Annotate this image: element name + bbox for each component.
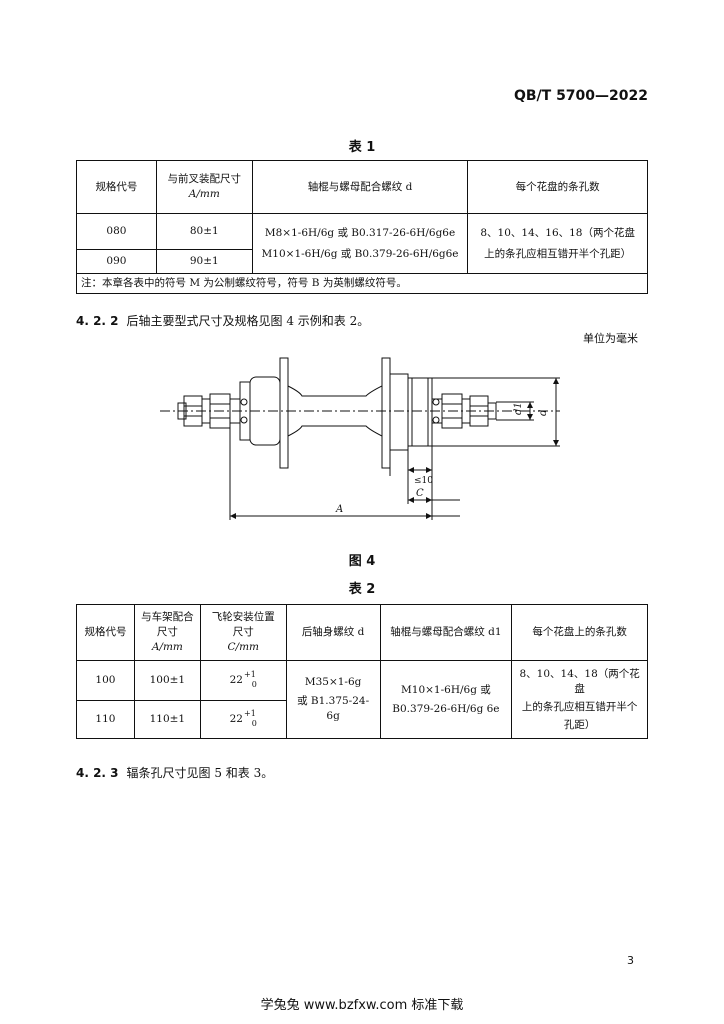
table2-header-c-line3: C/mm	[227, 641, 260, 653]
table2-header-holes: 每个花盘上的条孔数	[511, 604, 648, 661]
table1-header-code: 规格代号	[76, 160, 157, 214]
table1-a-cell: 90±1	[155, 249, 253, 274]
table2-c-value: 22	[229, 713, 243, 725]
table2-header-axle-thread: 轴棍与螺母配合螺纹 d1	[379, 604, 513, 661]
table2-caption: 表 2	[348, 582, 376, 597]
label-a: A	[335, 504, 343, 515]
clause-text: 后轴主要型式尺寸及规格见图 4 示例和表 2。	[126, 314, 370, 328]
table1-thread-line2: M10×1-6H/6g 或 B0.379-26-6H/6g6e	[261, 247, 459, 260]
table2-c-cell: 22+10	[199, 660, 287, 701]
table1-header-holes: 每个花盘的条孔数	[467, 160, 648, 214]
table2-axle-thread-cell: M10×1-6H/6g 或 B0.379-26-6H/6g 6e	[379, 660, 513, 739]
table1-header-a: 与前叉装配尺寸 A/mm	[155, 160, 253, 214]
table1-header-a-line2: A/mm	[188, 188, 220, 200]
table2-body-thread-line1: M35×1-6g	[304, 676, 362, 688]
table-row: 090 90±1	[76, 249, 648, 274]
label-d1: d1	[513, 402, 524, 415]
table2-axle-thread-line2: B0.379-26-6H/6g 6e	[392, 702, 500, 715]
table2-header-c: 飞轮安装位置尺寸 C/mm	[199, 604, 287, 661]
table1-holes-line2: 上的条孔应相互错开半个孔距）	[484, 247, 632, 260]
table2-header-a-line2: 尺寸	[156, 626, 178, 638]
table1-caption: 表 1	[348, 140, 376, 155]
table1-note: 注：本章各表中的符号 M 为公制螺纹符号，符号 B 为英制螺纹符号。	[76, 273, 648, 294]
table2-a-cell: 110±1	[133, 700, 201, 739]
right-axle-end	[487, 402, 497, 420]
table1-note-row: 注：本章各表中的符号 M 为公制螺纹符号，符号 B 为英制螺纹符号。	[76, 273, 648, 294]
table2-c-value: 22	[229, 674, 243, 686]
table2-header-a: 与车架配合尺寸 A/mm	[133, 604, 201, 661]
table1-code-cell: 090	[76, 249, 157, 274]
table2-c-upper: +1	[243, 709, 256, 718]
table2-c-lower: 0	[251, 719, 257, 728]
table1-holes-cell: 8、10、14、16、18（两个花盘上的条孔应相互错开半个孔距）	[467, 213, 648, 274]
table1-holes-line1: 8、10、14、16、18（两个花盘	[480, 226, 635, 239]
table1-header-thread: 轴棍与螺母配合螺纹 d	[251, 160, 469, 214]
table2-header-a-line3: A/mm	[151, 641, 183, 653]
clause-4-2-2: 4. 2. 2 后轴主要型式尺寸及规格见图 4 示例和表 2。	[76, 312, 369, 329]
freewheel-seat	[389, 373, 409, 451]
hub-body-bottom	[287, 425, 383, 437]
left-flange	[279, 357, 289, 469]
table2-holes-cell: 8、10、14、18（两个花盘上的条孔应相互错开半个孔距）	[511, 660, 648, 739]
table2-header-c-line2: 尺寸	[232, 626, 254, 638]
left-axle-end	[177, 402, 187, 420]
label-le10: ≤10	[414, 476, 433, 486]
table2-c-upper: +1	[243, 670, 256, 679]
table2-header-a-line1: 与车架配合	[141, 611, 194, 623]
table1-header-row: 规格代号 与前叉装配尺寸 A/mm 轴棍与螺母配合螺纹 d 每个花盘的条孔数	[76, 160, 648, 214]
table1-code-cell: 080	[76, 213, 157, 250]
page-number: 3	[627, 954, 634, 967]
table1-a-cell: 80±1	[155, 213, 253, 250]
clause-number: 4. 2. 3	[76, 766, 119, 780]
figure4-caption: 图 4	[348, 554, 376, 569]
table2-c-lower: 0	[251, 680, 257, 689]
table1-thread-line1: M8×1-6H/6g 或 B0.317-26-6H/6g6e	[264, 226, 456, 239]
hub-body-top	[287, 385, 383, 397]
table2-code-cell: 110	[76, 700, 135, 739]
table2-header-c-line1: 飞轮安装位置	[211, 611, 275, 623]
right-flange	[381, 357, 391, 469]
standard-code: QB/T 5700—2022	[513, 88, 648, 104]
label-d: d	[538, 410, 549, 416]
table-row: 110 110±1 22+10	[76, 700, 648, 739]
table2-a-cell: 100±1	[133, 660, 201, 701]
unit-note: 单位为毫米	[583, 332, 638, 345]
table2-header-code: 规格代号	[76, 604, 135, 661]
table1: 规格代号 与前叉装配尺寸 A/mm 轴棍与螺母配合螺纹 d 每个花盘的条孔数 08…	[76, 160, 648, 294]
table2-holes-line1: 8、10、14、18（两个花盘	[519, 667, 640, 695]
table2-body-thread-cell: M35×1-6g 或 B1.375-24-6g	[285, 660, 381, 739]
table2-holes-line3: 孔距）	[563, 718, 596, 731]
clause-text: 辐条孔尺寸见图 5 和表 3。	[126, 766, 274, 780]
table2-holes-line2: 上的条孔应相互错开半个	[521, 700, 638, 713]
clause-number: 4. 2. 2	[76, 314, 119, 328]
table2-header-body-thread: 后轴身螺纹 d	[285, 604, 381, 661]
table1-header-a-line1: 与前叉装配尺寸	[167, 173, 242, 185]
clause-4-2-3: 4. 2. 3 辐条孔尺寸见图 5 和表 3。	[76, 764, 273, 781]
table2-body-thread-line2: 或 B1.375-24-6g	[297, 695, 370, 722]
table2-axle-thread-line1: M10×1-6H/6g 或	[401, 683, 491, 696]
footer-watermark: 学兔兔 www.bzfxw.com 标准下载	[260, 998, 464, 1013]
figure4-hub-drawing: d1 d ≤10 C A	[160, 357, 560, 520]
label-c: C	[416, 488, 424, 499]
table2-code-cell: 100	[76, 660, 135, 701]
table2-c-cell: 22+10	[199, 700, 287, 739]
